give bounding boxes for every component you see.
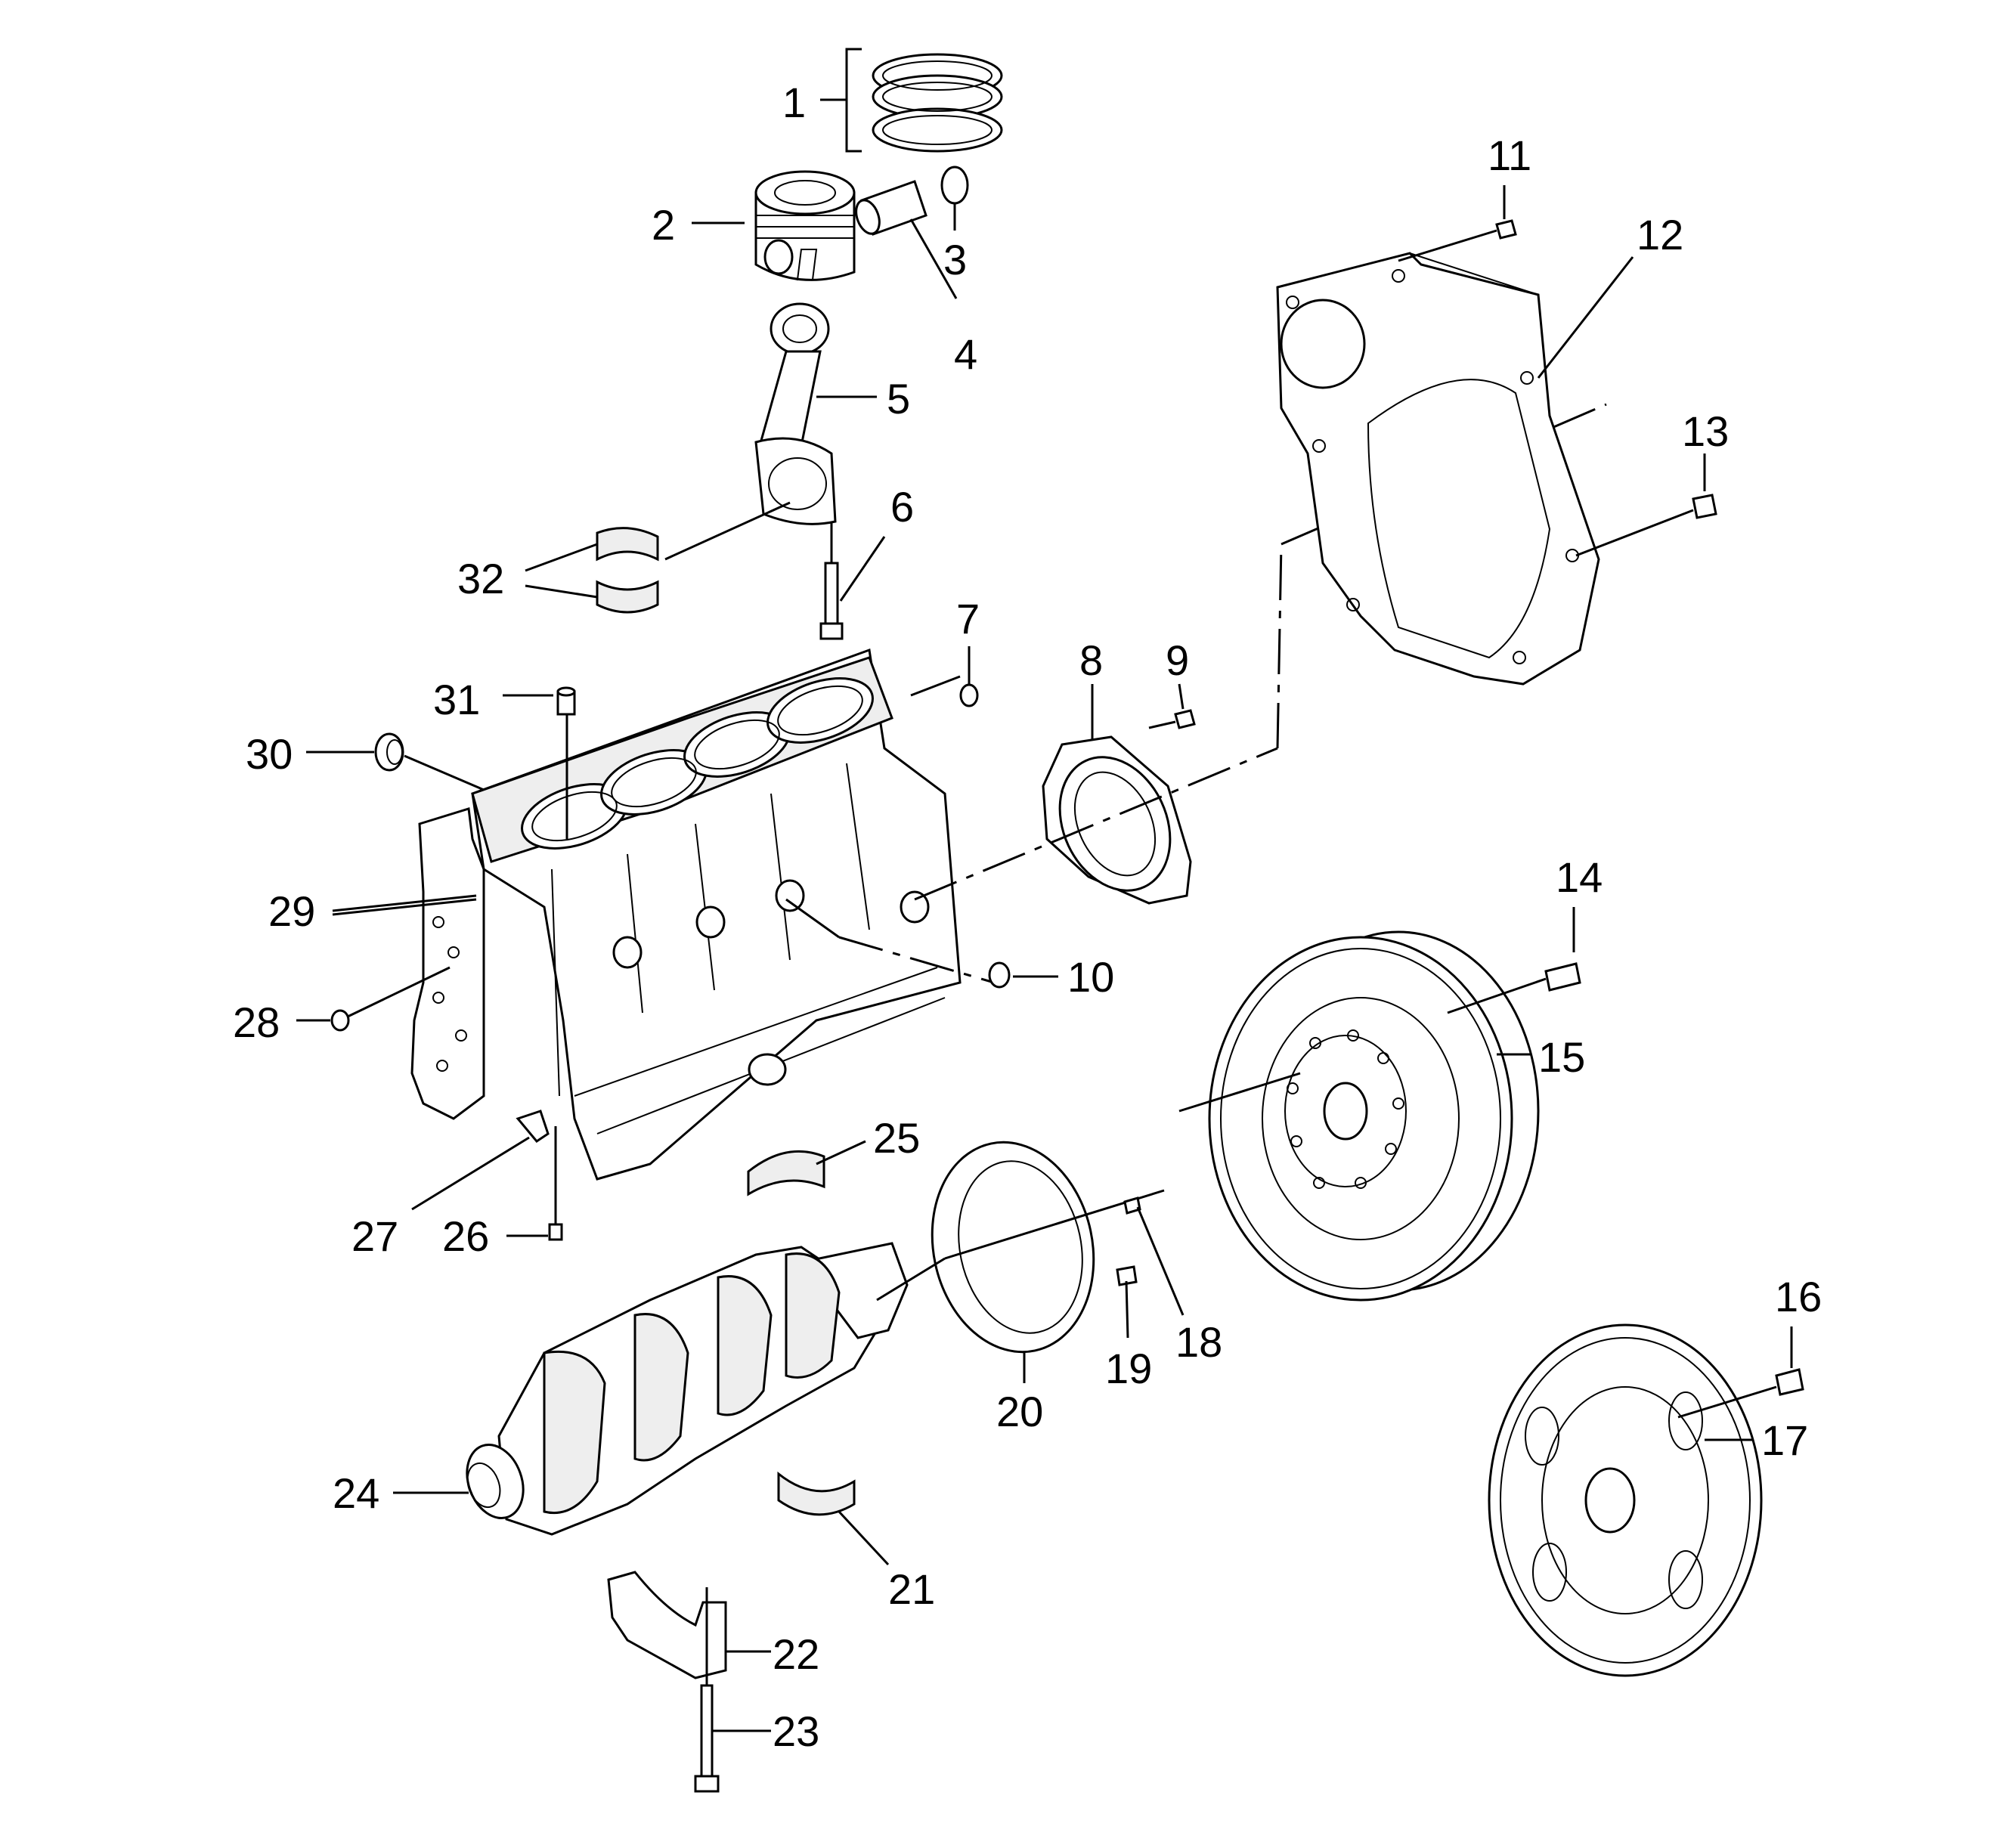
callout-26: 26	[442, 1212, 489, 1260]
leader-29	[332, 898, 477, 916]
callout-29: 29	[268, 887, 315, 935]
main-bearing-upper	[747, 1140, 866, 1196]
callout-27: 27	[351, 1212, 398, 1260]
main-bearing-lower	[777, 1471, 890, 1566]
rod-bolt	[819, 522, 886, 640]
piston-rings	[820, 48, 1003, 153]
reluctor-ring	[931, 1141, 1165, 1383]
pin-retainer	[940, 166, 969, 231]
callout-23: 23	[773, 1707, 819, 1755]
callout-18: 18	[1175, 1318, 1222, 1366]
callout-7: 7	[956, 595, 980, 642]
reluctor-bolt	[1116, 1265, 1138, 1339]
rod-bearings	[525, 501, 791, 614]
callout-30: 30	[246, 730, 293, 778]
plug-28	[296, 966, 451, 1032]
flywheel-bolt	[1447, 907, 1581, 1014]
callout-16: 16	[1775, 1273, 1822, 1320]
oil-nozzle	[411, 1110, 550, 1211]
callout-6: 6	[890, 483, 914, 531]
main-bearing-cap	[607, 1571, 771, 1685]
callout-13: 13	[1682, 407, 1729, 455]
callout-32: 32	[457, 555, 504, 602]
callout-5: 5	[887, 375, 910, 423]
callout-15: 15	[1538, 1033, 1585, 1081]
callout-10: 10	[1067, 953, 1114, 1001]
piston	[692, 170, 856, 281]
callout-28: 28	[233, 998, 280, 1046]
callout-3: 3	[943, 236, 967, 283]
core-plug	[306, 732, 404, 772]
callout-17: 17	[1761, 1416, 1808, 1464]
crankshaft	[393, 1242, 946, 1536]
plug-10	[988, 961, 1058, 989]
callout-2: 2	[652, 201, 675, 249]
plug-7	[959, 646, 979, 707]
callout-9: 9	[1166, 636, 1189, 684]
callout-labels: 1 2 3 4 5 6 7 8 9 10 11 12 13 14 15 16 1…	[233, 79, 1822, 1755]
callout-19: 19	[1105, 1345, 1152, 1392]
connecting-rod	[754, 302, 877, 525]
plate-bolt-13	[1575, 453, 1717, 557]
callout-11: 11	[1488, 132, 1531, 179]
dowel-pin	[503, 686, 576, 716]
nozzle-bolt	[506, 1126, 563, 1241]
seal-housing-bolt	[1148, 683, 1196, 729]
callout-8: 8	[1079, 636, 1103, 684]
engine-block	[332, 648, 995, 1181]
callout-22: 22	[773, 1630, 819, 1678]
callout-1: 1	[782, 79, 806, 126]
callout-21: 21	[888, 1565, 935, 1613]
callout-25: 25	[873, 1114, 920, 1162]
flexplate-bolt	[1677, 1326, 1804, 1419]
main-cap-bolt	[694, 1684, 771, 1793]
adapter-plate	[1276, 252, 1634, 686]
reluctor-dowel	[1123, 1196, 1185, 1316]
callout-31: 31	[433, 676, 480, 723]
dual-mass-flywheel	[1178, 930, 1540, 1302]
callout-24: 24	[333, 1469, 379, 1517]
callout-4: 4	[954, 330, 977, 378]
plate-bolt-11	[1398, 185, 1517, 262]
callout-12: 12	[1637, 211, 1683, 258]
callout-14: 14	[1556, 853, 1603, 901]
rear-seal-housing	[1042, 684, 1192, 905]
callout-20: 20	[996, 1388, 1043, 1435]
piston-pin	[855, 180, 958, 299]
flexplate	[1488, 1323, 1763, 1677]
